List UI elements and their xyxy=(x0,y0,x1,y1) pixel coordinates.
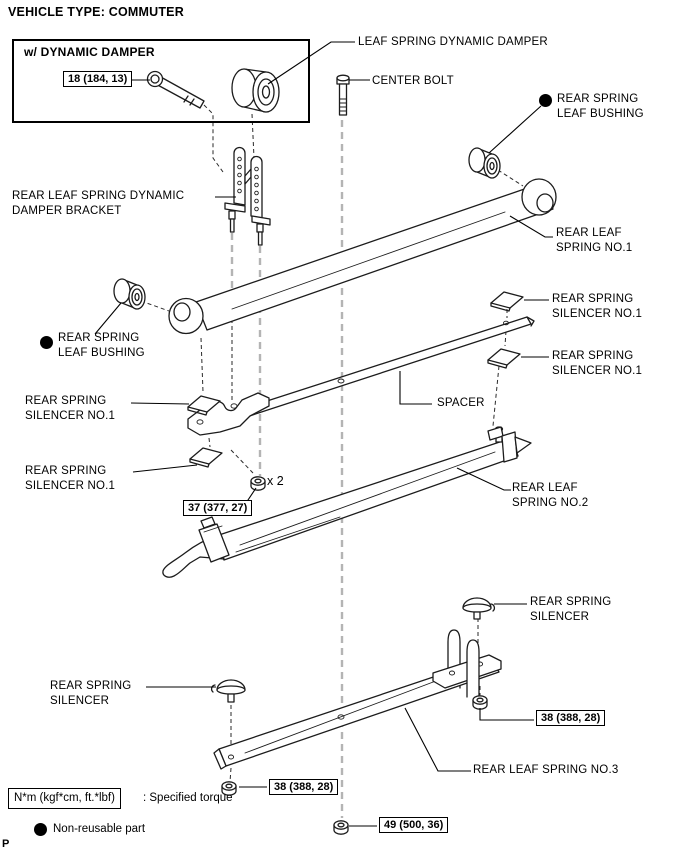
spring-silencer-left-drawing xyxy=(210,679,246,703)
label-quantity-x2: x 2 xyxy=(267,474,284,488)
label-leaf-bushing-left: REAR SPRING LEAF BUSHING xyxy=(58,332,145,359)
silencer-no1-left-bottom-drawing xyxy=(189,447,223,468)
ubolt-nut-right-drawing xyxy=(472,695,488,710)
non-reusable-legend: Non-reusable part xyxy=(53,823,146,835)
label-damper-bracket: REAR LEAF SPRING DYNAMIC DAMPER BRACKET xyxy=(12,190,185,217)
non-reusable-dot-icon xyxy=(40,336,53,349)
leaf-bushing-right-drawing xyxy=(468,147,501,179)
label-spacer: SPACER xyxy=(437,397,485,409)
label-silencer-no1-left-bottom: REAR SPRING SILENCER NO.1 xyxy=(25,465,116,492)
dynamic-damper-inset-box xyxy=(12,39,310,123)
torque-unit-box: N*m (kgf*cm, ft.*lbf) xyxy=(8,788,121,809)
leaf-bushing-left-drawing xyxy=(113,278,146,310)
label-spring-silencer-right: REAR SPRING SILENCER xyxy=(530,596,612,623)
page-mark: P xyxy=(2,838,10,850)
spacer-drawing xyxy=(187,316,535,436)
damper-bracket-drawing xyxy=(224,146,271,246)
dynamic-damper-drawing xyxy=(231,68,280,113)
silencer-no1-right-top-drawing xyxy=(490,291,524,312)
torque-spec-shackle: 49 (500, 36) xyxy=(379,817,449,833)
label-leaf-spring-1: REAR LEAF SPRING NO.1 xyxy=(556,227,633,254)
shackle-nut-drawing xyxy=(333,820,349,835)
leaf-spring-1-drawing xyxy=(168,178,557,335)
bracket-nut-drawing xyxy=(250,476,266,491)
torque-spec-bracket-nuts: 37 (377, 27) xyxy=(183,500,253,516)
label-leaf-bushing-right: REAR SPRING LEAF BUSHING xyxy=(557,93,644,120)
leaf-spring-3-drawing xyxy=(213,629,502,770)
center-bolt-drawing xyxy=(336,74,350,116)
label-silencer-no1-left-top: REAR SPRING SILENCER NO.1 xyxy=(25,395,116,422)
non-reusable-dot-icon xyxy=(34,823,47,836)
torque-spec-ubolt-left: 38 (388, 28) xyxy=(269,779,339,795)
page-title: VEHICLE TYPE: COMMUTER xyxy=(8,5,184,19)
label-leaf-spring-3: REAR LEAF SPRING NO.3 xyxy=(473,764,619,776)
leader-lines xyxy=(94,41,553,827)
damper-bolt-drawing xyxy=(146,70,205,109)
silencer-no1-left-top-drawing xyxy=(187,395,221,416)
ubolt-nut-left-drawing xyxy=(221,781,237,796)
torque-unit-description: : Specified torque xyxy=(143,792,233,804)
label-spring-silencer-left: REAR SPRING SILENCER xyxy=(50,680,132,707)
spring-silencer-right-drawing xyxy=(462,597,496,620)
leaf-spring-2-drawing xyxy=(162,426,532,578)
silencer-no1-right-bottom-drawing xyxy=(487,348,521,369)
label-leaf-spring-2: REAR LEAF SPRING NO.2 xyxy=(512,482,589,509)
label-silencer-no1-right-bottom: REAR SPRING SILENCER NO.1 xyxy=(552,350,643,377)
torque-spec-damper-bolt: 18 (184, 13) xyxy=(63,71,133,87)
label-center-bolt: CENTER BOLT xyxy=(372,75,454,87)
label-silencer-no1-right-top: REAR SPRING SILENCER NO.1 xyxy=(552,293,643,320)
inset-label: w/ DYNAMIC DAMPER xyxy=(24,45,155,59)
non-reusable-dot-icon xyxy=(539,94,552,107)
label-dynamic-damper: LEAF SPRING DYNAMIC DAMPER xyxy=(358,36,548,48)
torque-spec-ubolt-right: 38 (388, 28) xyxy=(536,710,606,726)
